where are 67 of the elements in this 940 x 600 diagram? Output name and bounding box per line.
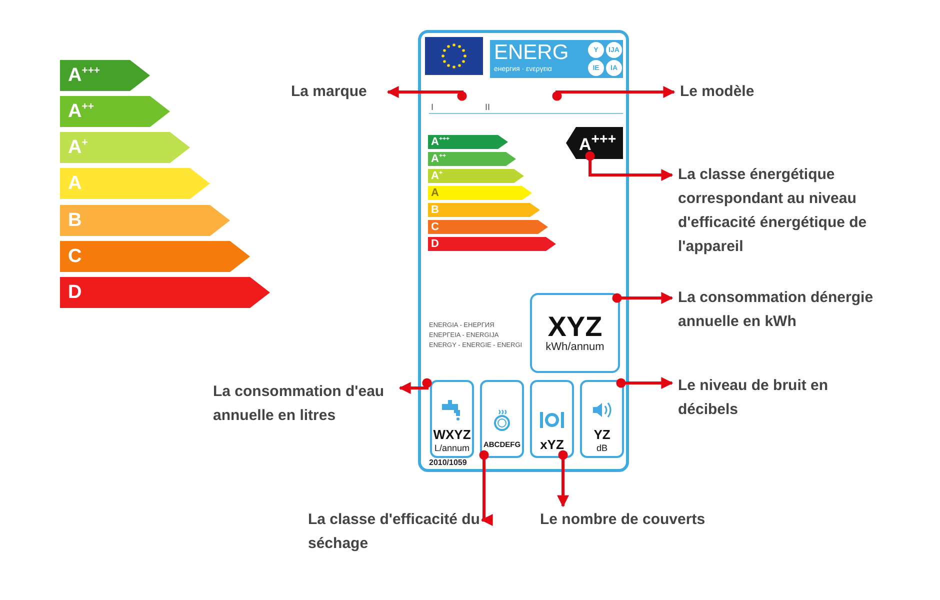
regulation-number: 2010/1059: [429, 458, 467, 467]
class-letter: D: [431, 238, 439, 250]
efficiency-class-bar: [428, 169, 524, 183]
efficiency-class-bar: [428, 237, 556, 251]
language-code-badge: [606, 60, 622, 76]
energy-label-card: [418, 30, 629, 472]
class-letter: A$^{+}$: [431, 170, 442, 182]
class-letter: A$^{++}$: [68, 100, 94, 122]
class-letter: A: [431, 187, 439, 199]
consumption-unit: kWh/annum: [546, 341, 604, 353]
leader-arrow: [398, 378, 432, 394]
consumption-panel: [530, 293, 620, 373]
leader-arrow: [612, 292, 674, 304]
language-code-badge: [606, 42, 622, 58]
pictogram-unit: dB: [596, 443, 608, 453]
header-title: ENERG: [494, 41, 569, 65]
efficiency-class-bar: [60, 277, 270, 308]
class-letter: A$^{+++}$: [68, 64, 100, 86]
callout-text: La consommation dénergie annuelle en kWh: [678, 289, 874, 330]
class-letter: B: [431, 204, 439, 216]
language-code-badge: [588, 42, 604, 58]
leader-arrow: [557, 450, 569, 508]
class-letter: D: [68, 282, 82, 304]
class-letter: A$^{+++}$: [431, 136, 450, 148]
class-letter: B: [68, 210, 82, 232]
callout-text: Le niveau de bruit en décibels: [678, 377, 828, 418]
pictogram-panel: [430, 380, 474, 458]
pictogram-value: YZ: [594, 427, 610, 443]
callout-text: Le nombre de couverts: [540, 511, 706, 528]
efficiency-class-bar: [60, 168, 210, 199]
callout-text: La marque: [291, 83, 367, 100]
field-number: II: [485, 102, 490, 112]
efficiency-class-bar: [428, 152, 516, 166]
efficiency-class-bar: [60, 96, 170, 127]
pictogram-value: xYZ: [540, 437, 564, 453]
pictogram-value: WXYZ: [433, 427, 471, 443]
class-letter: C: [431, 221, 439, 233]
pictogram-unit: L/annum: [434, 443, 470, 453]
efficiency-class-bar: [428, 186, 532, 200]
leader-arrow: [616, 377, 674, 389]
leader-arrow: [585, 151, 674, 181]
efficiency-class-bar: [60, 241, 250, 272]
language-code-badge: [588, 60, 604, 76]
leader-arrow: [552, 86, 676, 101]
efficiency-class-bar: [60, 60, 150, 91]
callout-text: La classe d'efficacité du séchage: [308, 511, 480, 552]
class-letter: C: [68, 246, 82, 268]
leader-arrow: [479, 450, 493, 526]
class-letter: A$^{+}$: [68, 136, 88, 158]
class-letter: A$^{++}$: [431, 153, 446, 165]
leader-arrow: [386, 86, 467, 101]
efficiency-class-bar: [428, 220, 548, 234]
pictogram-panel: [580, 380, 624, 458]
consumption-value: XYZ: [548, 313, 602, 341]
callout-text: Le modèle: [680, 83, 754, 100]
efficiency-class-bar: [428, 203, 540, 217]
efficiency-class-bar: [428, 135, 508, 149]
pictogram-panel: [530, 380, 574, 458]
efficiency-class-bar: [60, 132, 190, 163]
efficiency-class-bar: [60, 205, 230, 236]
field-number: I: [431, 102, 434, 112]
callout-text: La classe énergétique correspondant au niveau d'efficacité énergétique de l'appareil: [678, 166, 867, 255]
callout-text: La consommation d'eau annuelle en litres: [213, 383, 384, 424]
class-letter: A: [68, 172, 82, 194]
class-letter: A$^{+++}$: [579, 134, 616, 154]
pictogram-panel: [480, 380, 524, 458]
label-header-band: [490, 40, 623, 78]
